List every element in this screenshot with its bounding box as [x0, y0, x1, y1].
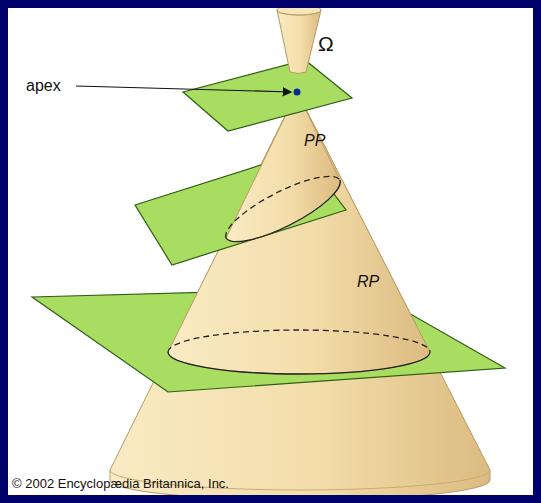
apex-label: apex: [26, 77, 61, 95]
copyright-note: © 2002 Encyclopædia Britannica, Inc.: [12, 477, 229, 491]
white-panel: ΩapexPP RP © 2002 Encyclopædia Britannica,…: [8, 8, 533, 495]
plane-label: PP: [304, 132, 325, 150]
double-cone-illustration: [8, 8, 533, 495]
plane-label: RP: [357, 273, 379, 291]
plane-label: Ω: [318, 32, 334, 55]
